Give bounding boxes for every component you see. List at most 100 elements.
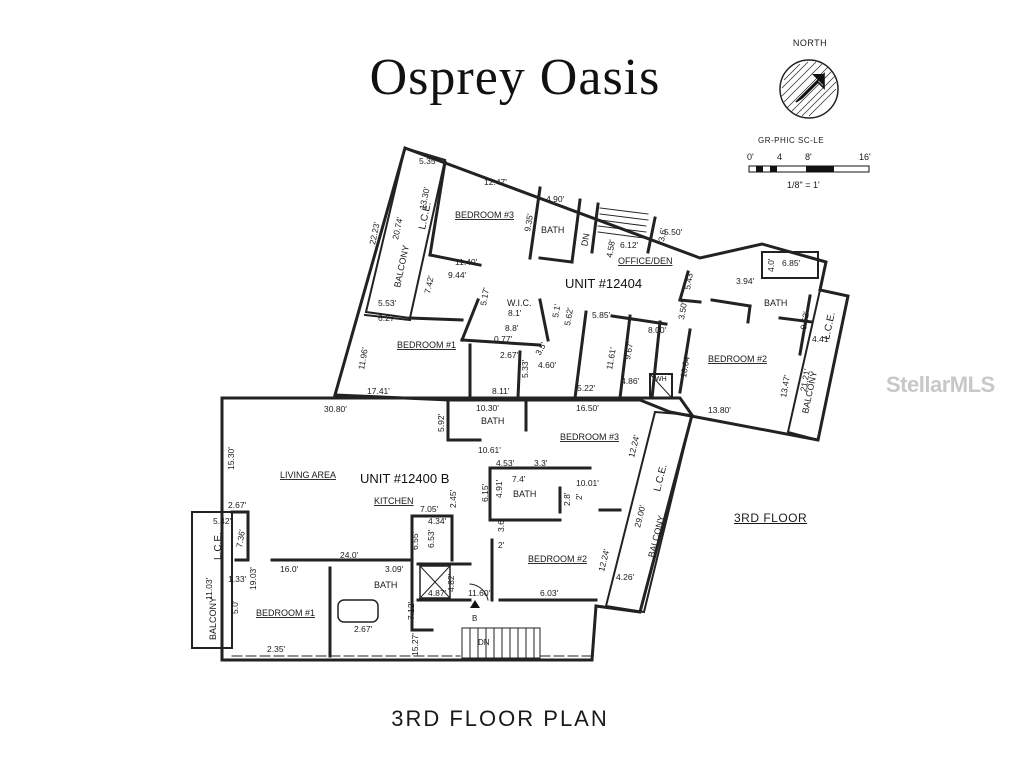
dimension-label: 2.67': [500, 350, 519, 360]
dimension-label: 7.12': [406, 601, 416, 620]
dimension-label: 12.24': [596, 547, 611, 572]
dimension-label: 6.53': [426, 529, 436, 548]
dimension-label: 3.94': [736, 276, 755, 286]
scale-tick-4: 4: [777, 152, 783, 162]
label-bath-lower-left: BATH: [374, 580, 397, 590]
dimension-label: 3.6': [656, 227, 668, 242]
dimension-label: 7.4': [512, 474, 526, 484]
dimension-label: 0.77': [494, 334, 513, 344]
label-bedroom2-lower: BEDROOM #2: [528, 554, 587, 564]
dimension-label: 10.30': [476, 403, 499, 413]
dimension-label: 5.22': [577, 383, 596, 393]
dimension-label: 2': [574, 493, 584, 500]
upper-right-balcony: [786, 288, 850, 442]
dimension-label: 15.30': [226, 447, 236, 470]
dimension-label: 9.67': [622, 340, 635, 360]
dimension-label: 22.23': [367, 221, 382, 246]
label-wh: WH: [655, 376, 667, 383]
dimension-label: 13.80': [708, 405, 731, 415]
dimension-label: 5.42': [213, 516, 232, 526]
dimension-label: 4.87': [428, 588, 447, 598]
dimension-label: 4.53': [496, 458, 515, 468]
north-label: NORTH: [792, 38, 828, 48]
label-wic: W.I.C.: [507, 298, 532, 308]
label-balcony-lower-left: BALCONY: [208, 597, 218, 640]
dimension-label: 11.03': [204, 577, 214, 600]
scale-ratio: 1/8" = 1': [787, 180, 820, 190]
plan-caption: 3RD FLOOR PLAN: [391, 706, 609, 731]
dimension-label: 9.35': [522, 212, 535, 232]
dimension-label: 6.03': [540, 588, 559, 598]
label-bedroom3-upper: BEDROOM #3: [455, 210, 514, 220]
lower-unit-outline: [220, 396, 694, 662]
dimension-label: 6.55': [410, 531, 420, 550]
label-balcony-upper-left: BALCONY: [392, 244, 411, 288]
dimension-label: 5.35': [419, 156, 438, 166]
dimension-label: 11.60': [468, 588, 491, 598]
label-kitchen: KITCHEN: [374, 496, 414, 506]
dimension-label: 2.35': [267, 644, 286, 654]
dimension-label: 7.42': [422, 274, 436, 294]
dimension-label: 19.03': [248, 567, 258, 590]
dimension-label: 5.17': [478, 286, 491, 306]
label-office: OFFICE/DEN: [618, 256, 673, 266]
dimension-label: 12.47': [484, 177, 507, 187]
dimension-label: 3.50': [676, 300, 689, 320]
label-bath-upper-right: BATH: [764, 298, 787, 308]
label-lce-lower-right: L.C.E.: [652, 463, 669, 493]
dimension-label: 5.50': [664, 227, 683, 237]
dimension-label: 10.01': [576, 478, 599, 488]
dimension-label: 4.90': [546, 194, 565, 204]
label-bath-upper-top: BATH: [541, 225, 564, 235]
dimension-label: 5.43': [682, 270, 695, 290]
watermark-logo: StellarMLS: [886, 372, 995, 397]
dimension-label: 5.92': [436, 413, 446, 432]
dimension-label: 3.5': [533, 340, 549, 357]
dimension-label: 16.50': [576, 403, 599, 413]
dimension-labels: 5.35' 12.47' 4.90' 22.23' 20.74' 13.30' …: [204, 156, 831, 656]
scale-tick-0: 0': [747, 152, 754, 162]
section-marker-icon: [470, 600, 480, 608]
label-living: LIVING AREA: [280, 470, 336, 480]
dimension-label: 6.85': [782, 258, 801, 268]
unit-name-12404: UNIT #12404: [565, 276, 642, 291]
dimension-label: 4.60': [538, 360, 557, 370]
dimension-label: 11.40': [455, 257, 478, 267]
label-b-marker: B: [472, 614, 477, 623]
label-bedroom1-upper: BEDROOM #1: [397, 340, 456, 350]
dimension-label: 4.0': [766, 258, 776, 272]
dimension-label: 5.1': [550, 303, 562, 318]
dimension-label: 8.1': [508, 308, 522, 318]
dimension-label: 3.6': [496, 518, 506, 532]
dimension-label: 5.62': [562, 306, 575, 326]
dimension-label: 21.21': [798, 368, 812, 393]
dimension-label: 4.91': [494, 479, 504, 498]
dimension-label: 2.67': [354, 624, 373, 634]
dimension-label: 30.80': [324, 404, 347, 414]
dimension-label: 4.86': [621, 376, 640, 386]
scale-tick-16: 16': [859, 152, 871, 162]
dimension-label: 11.61': [604, 346, 618, 370]
dimension-label: 24.0': [340, 550, 359, 560]
dimension-label: 11.96': [356, 346, 370, 370]
dimension-label: 29.00': [632, 503, 647, 528]
label-bath-lower-mid: BATH: [513, 489, 536, 499]
dimension-label: 7.36': [234, 528, 247, 548]
label-dn-lower: DN: [478, 638, 490, 647]
dimension-label: 8.11': [492, 386, 510, 396]
dimension-label: 5.53': [378, 298, 397, 308]
graphic-scale-bar: [748, 165, 870, 173]
dimension-label: 2.67': [228, 500, 247, 510]
north-arrow-icon: [779, 59, 839, 119]
floor-tag: 3RD FLOOR: [734, 511, 808, 525]
dimension-label: 5.33': [520, 359, 530, 378]
dimension-label: 2.8': [562, 492, 572, 506]
dimension-label: 1.33': [228, 574, 247, 584]
label-lce-lower-left: L.C.E.: [213, 532, 224, 560]
label-bedroom2-upper: BEDROOM #2: [708, 354, 767, 364]
label-bath-lower-top: BATH: [481, 416, 504, 426]
dimension-label: 3.3': [534, 458, 548, 468]
label-dn-upper: DN: [579, 232, 591, 247]
dimension-label: 13.47': [778, 374, 792, 399]
